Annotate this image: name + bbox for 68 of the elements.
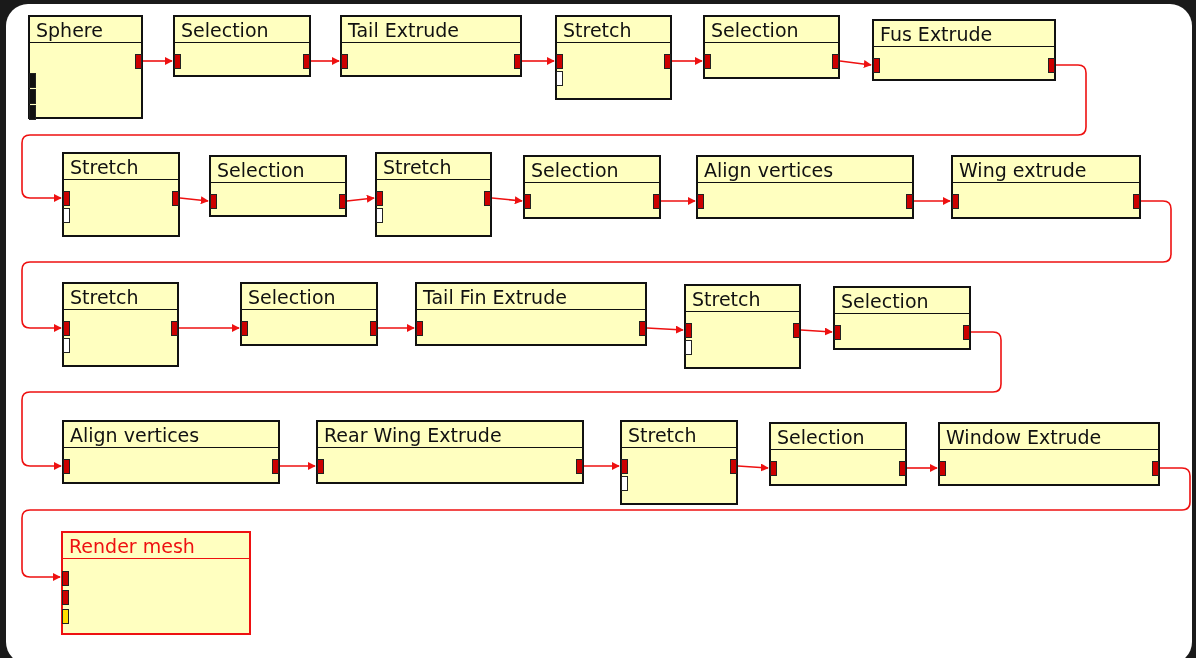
arrow	[142, 57, 173, 65]
node-title: Stretch	[557, 17, 670, 43]
node-title: Fus Extrude	[874, 21, 1054, 47]
node-title: Selection	[705, 17, 838, 43]
node-title: Stretch	[377, 154, 490, 180]
arrow	[800, 327, 833, 336]
process-box	[316, 420, 584, 484]
process-box	[684, 284, 801, 369]
node-title: Tail Fin Extrude	[417, 284, 645, 310]
arrow	[346, 194, 375, 203]
process-box	[240, 282, 378, 346]
node-title: Selection	[211, 157, 345, 183]
arrow	[646, 325, 684, 334]
arrow	[521, 57, 555, 65]
node-title: Align vertices	[698, 157, 912, 183]
process-box	[523, 155, 661, 219]
node-title: Selection	[835, 288, 969, 314]
process-box	[340, 15, 522, 77]
arrow	[310, 57, 340, 65]
arrow	[21, 200, 1172, 332]
process-box	[209, 155, 347, 217]
arrow	[737, 463, 769, 472]
process-box	[833, 286, 971, 350]
node-title: Selection	[771, 424, 905, 450]
process-box	[28, 15, 143, 119]
process-box	[620, 420, 738, 505]
process-box	[703, 15, 840, 79]
node-title: Wing extrude	[953, 157, 1139, 183]
process-box	[173, 15, 311, 77]
process-box	[61, 531, 251, 635]
arrow	[913, 197, 951, 205]
arrow	[21, 64, 1087, 202]
node-title: Selection	[242, 284, 376, 310]
node-title: Sphere	[30, 17, 141, 43]
arrow	[839, 60, 872, 69]
node-title: Tail Extrude	[342, 17, 520, 43]
arrow	[671, 57, 703, 65]
process-box	[938, 422, 1160, 486]
arrow	[660, 197, 696, 205]
arrow	[279, 462, 316, 470]
arrow	[491, 196, 523, 205]
arrow	[21, 331, 1002, 470]
node-title: Window Extrude	[940, 424, 1158, 450]
process-box	[62, 152, 180, 237]
arrow	[179, 196, 209, 205]
process-box	[872, 19, 1056, 81]
process-box	[769, 422, 907, 486]
node-title: Selection	[175, 17, 309, 43]
node-title: Stretch	[64, 284, 177, 310]
process-box	[375, 152, 492, 237]
node-title: Render mesh	[63, 533, 249, 559]
node-title: Selection	[525, 157, 659, 183]
process-box	[415, 282, 647, 346]
node-title: Rear Wing Extrude	[318, 422, 582, 448]
process-box	[62, 420, 280, 484]
node-title: Stretch	[622, 422, 736, 448]
arrow	[21, 467, 1191, 581]
process-box	[555, 15, 672, 100]
arrow	[178, 324, 240, 332]
arrow	[377, 324, 415, 332]
process-box	[62, 282, 179, 367]
arrow	[906, 464, 938, 472]
node-title: Stretch	[686, 286, 799, 312]
node-title: Align vertices	[64, 422, 278, 448]
process-box	[951, 155, 1141, 219]
node-title: Stretch	[64, 154, 178, 180]
arrow	[583, 462, 620, 470]
process-box	[696, 155, 914, 219]
